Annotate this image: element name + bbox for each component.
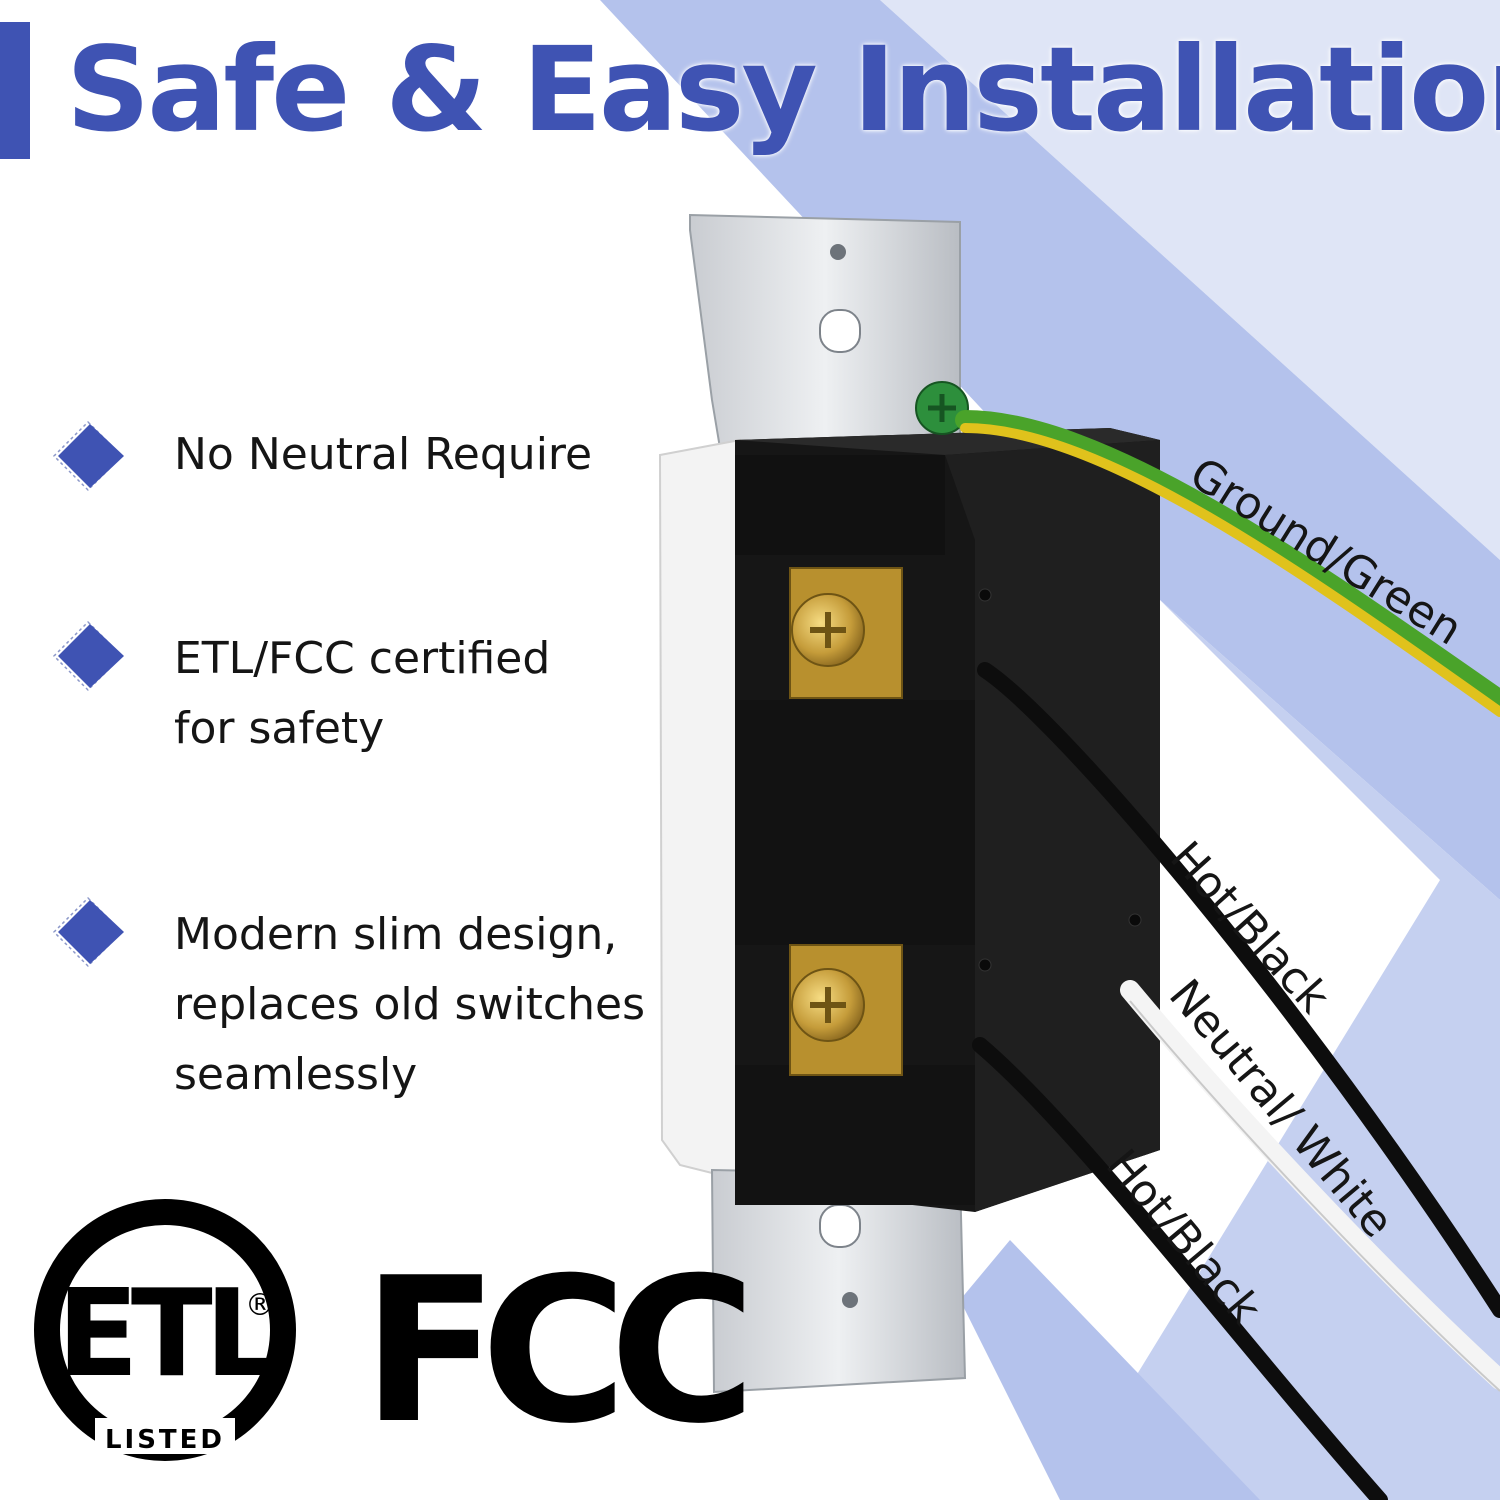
terminal-lower (789, 944, 903, 1076)
etl-mark-text: ETL (57, 1265, 279, 1404)
registered-mark: ® (245, 1288, 275, 1323)
feature-text-line-3: seamlessly (174, 1049, 418, 1100)
title-accent-bar (0, 22, 30, 159)
wire-neutral (1120, 980, 1500, 1390)
feature-text-line-1: ETL/FCC certified (174, 633, 551, 684)
page-title: Safe & Easy Installation (66, 21, 1500, 158)
diamond-icon (52, 620, 124, 692)
wire-ground (955, 410, 1500, 710)
background-band-bottom (960, 1240, 1260, 1500)
fcc-mark-text: FCC (362, 1235, 743, 1468)
fcc-logo: FCC (362, 1235, 761, 1468)
terminal-upper (789, 567, 903, 699)
switch-face-edge (658, 438, 741, 1182)
strap-slot (819, 309, 861, 353)
mounting-strap-bottom (710, 1168, 967, 1394)
diamond-icon (52, 896, 124, 968)
ground-screw (915, 381, 969, 435)
wire-hot-lower (972, 1037, 1388, 1500)
feature-text-line-2: for safety (174, 703, 385, 754)
strap-screw-hole-bottom-icon (842, 1292, 858, 1308)
feature-text: No Neutral Require (174, 429, 593, 480)
diamond-icon (52, 420, 124, 492)
feature-text-line-1: Modern slim design, (174, 909, 618, 960)
etl-listed-text: LISTED (105, 1425, 225, 1455)
wires (955, 410, 1500, 1500)
etl-listed-logo: ETL ® LISTED (34, 1199, 296, 1461)
feature-text-line-2: replaces old switches (174, 979, 646, 1030)
strap-screw-hole-icon (830, 244, 846, 260)
wire-hot-upper (977, 662, 1500, 1318)
